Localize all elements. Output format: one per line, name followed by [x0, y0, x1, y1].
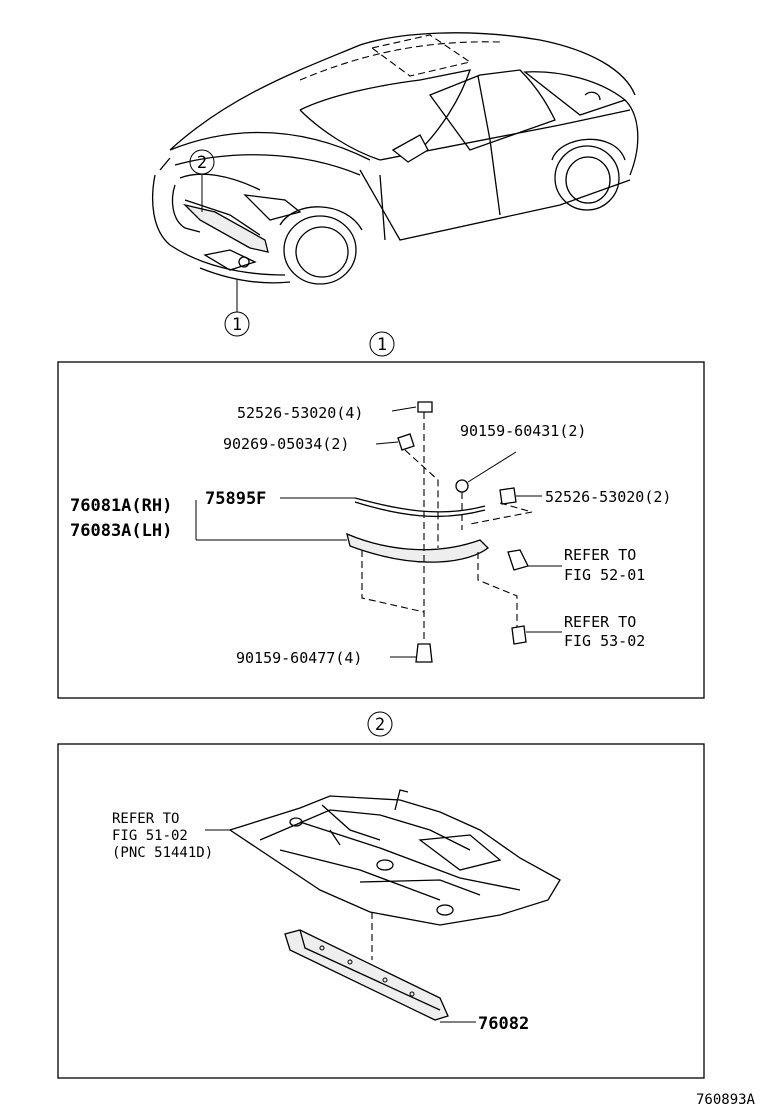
car-illustration [152, 32, 639, 312]
screw-bottom-part [390, 643, 433, 663]
label-refer3-a: REFER TO [112, 811, 179, 827]
label-garnish-lh: 76083A(LH) [70, 521, 172, 541]
molding-part [280, 497, 486, 518]
label-refer2-b: FIG 53-02 [564, 632, 645, 650]
label-screw-bottom: 90159-60477(4) [236, 649, 362, 667]
refer1-part [507, 549, 562, 571]
callout-2-car: 2 [189, 149, 215, 175]
label-screw-right: 90159-60431(2) [460, 422, 586, 440]
section-2-frame [57, 743, 705, 1079]
spoiler-part [284, 929, 476, 1023]
svg-text:1: 1 [232, 315, 242, 335]
label-refer2-a: REFER TO [564, 613, 636, 631]
label-molding: 75895F [205, 489, 266, 509]
section-1-frame [57, 361, 705, 699]
figure-code: 760893A [696, 1092, 756, 1108]
screw-right-part [455, 451, 517, 493]
callout-1-car: 1 [224, 311, 250, 337]
label-nut: 90269-05034(2) [223, 435, 349, 453]
label-garnish-rh: 76081A(RH) [70, 496, 172, 516]
floor-panel-part [205, 789, 561, 926]
section-2-header: 2 [367, 711, 393, 737]
clip-top-part [391, 401, 433, 413]
refer2-part [511, 625, 562, 645]
label-spoiler: 76082 [478, 1014, 529, 1034]
clip-right-part [499, 487, 542, 505]
label-refer3-b: FIG 51-02 [112, 828, 188, 844]
garnish-part [195, 500, 489, 563]
label-refer3-c: (PNC 51441D) [112, 845, 213, 861]
svg-text:2: 2 [375, 715, 385, 735]
svg-text:1: 1 [377, 335, 387, 355]
label-refer1-a: REFER TO [564, 546, 636, 564]
svg-text:2: 2 [197, 153, 207, 173]
label-clip-top: 52526-53020(4) [237, 404, 363, 422]
section-1-install-lines [361, 412, 533, 640]
label-refer1-b: FIG 52-01 [564, 566, 645, 584]
section-1-header: 1 [369, 331, 395, 357]
label-clip-right: 52526-53020(2) [545, 488, 671, 506]
nut-part [375, 433, 415, 451]
